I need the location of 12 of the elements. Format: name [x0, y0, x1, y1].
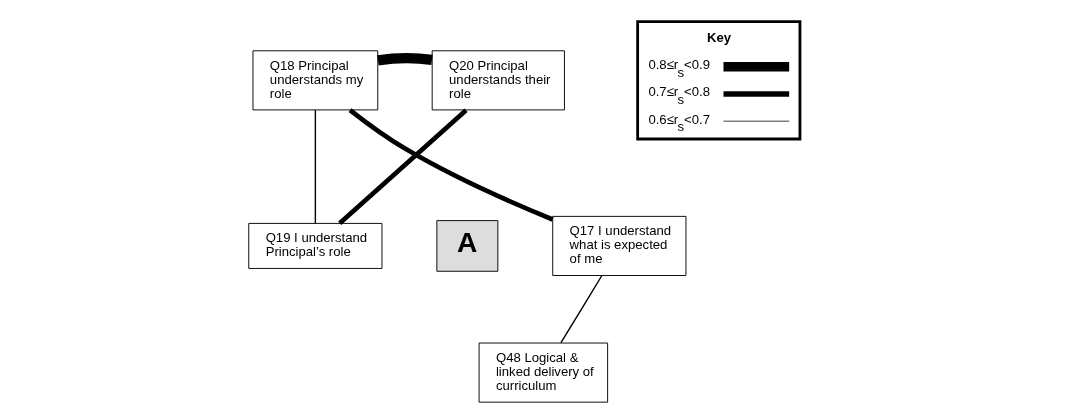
node-box: A: [436, 220, 499, 272]
node-box: Q20 Principal understands their role: [431, 50, 565, 111]
connector: [377, 53, 433, 66]
node-box: Q18 Principal understands my role: [252, 50, 379, 111]
node-box: Q19 I understand Principal’s role: [248, 222, 383, 269]
connector: [338, 108, 468, 225]
connector: [560, 274, 603, 344]
connector: [314, 109, 317, 224]
node-box: Q48 Logical & linked delivery of curriculum: [478, 342, 609, 403]
connector: [348, 108, 554, 222]
label: Key: [707, 30, 732, 46]
node-box: Q17 I understand what is expected of me: [552, 215, 687, 276]
